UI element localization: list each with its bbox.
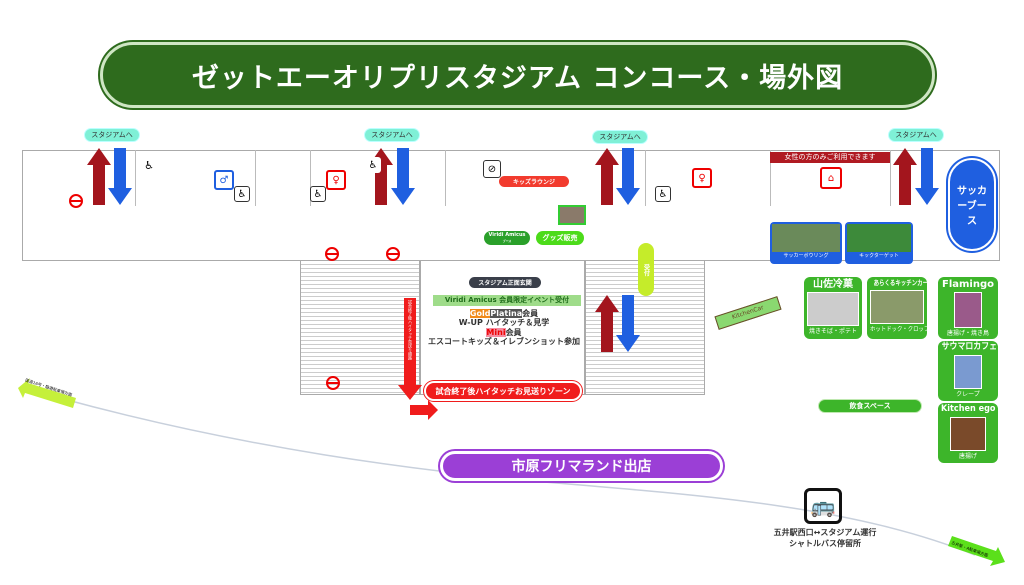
vendor-name: 山佐冷菓 xyxy=(813,279,853,290)
route-arrow-icon xyxy=(410,400,438,420)
to-stadium-label: スタジアムへ xyxy=(84,128,140,142)
to-stadium-label: スタジアムへ xyxy=(888,128,944,142)
vendor-card: サウマロカフェクレープ xyxy=(938,341,998,401)
ichihara-flea-market-label: 市原フリマランド出店 xyxy=(440,451,723,481)
mini-line: Mini会員 xyxy=(486,328,522,337)
up-arrow-icon xyxy=(87,148,917,352)
mens-restroom-icon: ♂ xyxy=(214,170,234,190)
soccer-bowling-card: サッカーボウリング xyxy=(770,222,842,264)
accessible-icon: ♿ xyxy=(310,186,326,202)
main-entrance-label: スタジアム正面玄関 xyxy=(469,277,541,288)
no-entry-icon xyxy=(325,247,339,261)
soccer-bowling-label: サッカーボウリング xyxy=(783,253,829,259)
vendor-name: Flamingo xyxy=(941,279,994,290)
wall xyxy=(135,150,136,206)
vendor-sub: クレープ xyxy=(956,390,980,398)
no-entry-icon xyxy=(326,376,340,390)
bus-stop-line1: 五井駅西口↔スタジアム運行 xyxy=(773,528,877,537)
soccer-booth: サッカーブース xyxy=(948,158,996,251)
vendor-card: Kitchen ego 唐揚げ xyxy=(938,403,998,463)
wall xyxy=(770,150,771,206)
to-stadium-label: スタジアムへ xyxy=(364,128,420,142)
goods-sales-label: グッズ販売 xyxy=(536,231,584,245)
accessible-icon: ♿ xyxy=(655,186,671,202)
accessible-icon: ♿ xyxy=(234,186,250,202)
kids-lounge-label: キッズラウンジ xyxy=(499,176,569,187)
escort-text: エスコートキッズ＆イレブンショット参加 xyxy=(428,337,580,346)
no-entry-icon xyxy=(69,194,83,208)
vendor-sub: ホットドック・クロッフル xyxy=(870,325,927,333)
vendor-name: サウマロカフェ xyxy=(941,342,998,352)
kick-target-card: キックターゲット xyxy=(845,222,913,264)
page-title: ゼットエーオリプリスタジアム コンコース・場外図 xyxy=(100,42,935,108)
left-direction-arrow xyxy=(18,378,76,408)
bus-icon: 🚌 xyxy=(804,488,842,524)
gold-platina-line: GoldPlatina会員 xyxy=(469,309,539,318)
womens-restroom-icon: ♀ xyxy=(692,168,712,188)
vendor-sub: 唐揚げ xyxy=(958,452,977,460)
hanger-icon: ⌂ xyxy=(820,167,842,189)
wall xyxy=(645,150,646,206)
women-only-label: 女性の方のみご利用できます xyxy=(770,152,890,163)
goods-photo xyxy=(558,205,586,225)
baby-icon: ♿ xyxy=(141,157,157,173)
bus-stop-line2: シャトルバス停留所 xyxy=(789,539,861,548)
baby-icon: ♿ xyxy=(365,157,381,173)
no-entry-icon xyxy=(386,247,400,261)
route-arrow-icon xyxy=(398,298,422,400)
to-stadium-label: スタジアムへ xyxy=(592,130,648,144)
vendor-card: 山佐冷菓焼きそば・ポテト xyxy=(804,277,862,339)
wall xyxy=(890,150,891,206)
vendor-sub: 焼きそば・ポテト xyxy=(808,328,857,335)
vendor-card: Flamingo 唐揚げ・焼き鳥 xyxy=(938,277,998,339)
wall xyxy=(255,150,256,206)
viridi-event-label: Viridi Amicus 会員限定イベント受付 xyxy=(433,295,581,306)
down-arrow-icon xyxy=(108,148,939,352)
reception-label: 受付 xyxy=(638,243,654,296)
wall xyxy=(445,150,446,206)
vendor-sub: 唐揚げ・焼き鳥 xyxy=(946,330,989,337)
right-direction-arrow xyxy=(948,536,1005,566)
hightouch-zone-label: 試合終了後ハイタッチお見送りゾーン xyxy=(424,381,582,401)
nursing-room-icon: ⊘ xyxy=(483,160,501,178)
womens-restroom-icon: ♀ xyxy=(326,170,346,190)
wall xyxy=(310,150,311,206)
vendor-name: Kitchen ego xyxy=(941,404,996,414)
stand-left xyxy=(300,260,420,395)
vendor-name: あらくるキッチンカー xyxy=(873,279,927,287)
hightouch-route-label: 試合終了後ハイタッチ見送り順路 xyxy=(408,300,413,360)
wup-text: W-UP ハイタッチ＆見学 xyxy=(458,318,550,327)
eating-space-label: 飲食スペース xyxy=(818,399,922,413)
kick-target-label: キックターゲット xyxy=(859,253,899,259)
